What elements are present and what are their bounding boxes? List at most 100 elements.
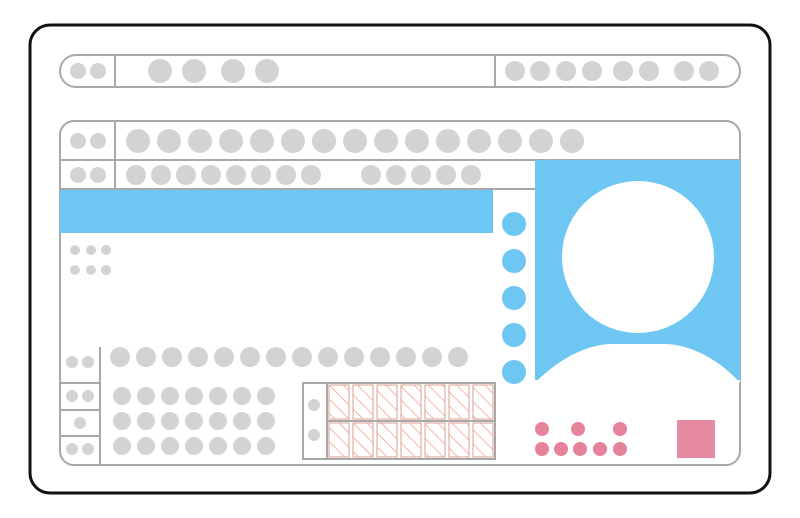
- hatch-cell: [376, 384, 398, 420]
- top-bar-right-dot: [582, 61, 602, 81]
- row2-value-dot: [361, 165, 381, 185]
- lower-left-label-dot: [66, 356, 78, 368]
- grid-dot: [113, 387, 131, 405]
- pink-dot: [535, 422, 549, 436]
- top-bar-left-dot: [70, 63, 86, 79]
- lower-left-label-dot: [82, 356, 94, 368]
- lower-row-dot: [396, 347, 416, 367]
- hatch-cell: [472, 384, 494, 420]
- row2-value-dot: [176, 165, 196, 185]
- top-bar-left-dot: [90, 63, 106, 79]
- row2-value-dot: [386, 165, 406, 185]
- top-bar-right-dot: [556, 61, 576, 81]
- row1-label-dot: [70, 133, 86, 149]
- pink-dot: [571, 422, 585, 436]
- top-bar-right-dot: [674, 61, 694, 81]
- row1-value-dot: [157, 129, 181, 153]
- lower-row-dot: [110, 347, 130, 367]
- lower-left-label-dot: [82, 390, 94, 402]
- top-bar-right-dot: [530, 61, 550, 81]
- top-bar-right-dot: [613, 61, 633, 81]
- hatch-cell: [424, 422, 446, 458]
- hatch-cell: [328, 384, 350, 420]
- top-bar-right-dot: [639, 61, 659, 81]
- grid-dot: [161, 387, 179, 405]
- lower-row-dot: [448, 347, 468, 367]
- row1-label-dot: [90, 133, 106, 149]
- pink-dot: [573, 442, 587, 456]
- grid-dot: [233, 437, 251, 455]
- row2-value-dot: [301, 165, 321, 185]
- grid-dot: [209, 437, 227, 455]
- small-cluster-dot: [70, 245, 80, 255]
- side-blue-dot: [502, 323, 526, 347]
- row1-value-dot: [436, 129, 460, 153]
- small-cluster-dot: [101, 245, 111, 255]
- side-blue-dot: [502, 212, 526, 236]
- row2-value-dot: [126, 165, 146, 185]
- hatch-cells: [328, 384, 494, 458]
- grid-dot: [257, 437, 275, 455]
- grid-dot: [137, 412, 155, 430]
- row1-value-dot: [405, 129, 429, 153]
- row1-value-dot: [250, 129, 274, 153]
- lower-left-label-dot: [66, 390, 78, 402]
- lower-row-dot: [240, 347, 260, 367]
- row1-value-dot: [529, 129, 553, 153]
- grid-dot: [137, 437, 155, 455]
- hatch-cell: [424, 384, 446, 420]
- hatch-cell: [400, 422, 422, 458]
- blue-band: [60, 190, 493, 233]
- grid-dot: [233, 387, 251, 405]
- top-bar-center-dot: [182, 59, 206, 83]
- row1-value-dot: [374, 129, 398, 153]
- lower-left-label-dot: [66, 443, 78, 455]
- row2-value-dot: [276, 165, 296, 185]
- lower-row-dot: [188, 347, 208, 367]
- hatch-cell: [400, 384, 422, 420]
- pink-dot: [613, 442, 627, 456]
- grid-dot: [257, 412, 275, 430]
- row2-value-dot: [436, 165, 456, 185]
- row1-value-dot: [467, 129, 491, 153]
- row2-label-dot: [70, 167, 86, 183]
- photo-head: [562, 181, 714, 333]
- lower-row-dot: [422, 347, 442, 367]
- main-panel: [59, 120, 741, 466]
- row1-value-dot: [281, 129, 305, 153]
- hatch-cell: [352, 384, 374, 420]
- hatch-cell: [352, 422, 374, 458]
- side-blue-dot: [502, 360, 526, 384]
- lower-row-dot: [344, 347, 364, 367]
- lower-row-dot: [266, 347, 286, 367]
- lower-gray-grid: [113, 387, 275, 455]
- small-cluster-dot: [70, 265, 80, 275]
- photo-shoulders: [535, 344, 740, 383]
- lower-row-dot: [292, 347, 312, 367]
- grid-dot: [185, 412, 203, 430]
- side-blue-dot: [502, 286, 526, 310]
- grid-dot: [137, 387, 155, 405]
- small-cluster-dot: [101, 265, 111, 275]
- row1-value-dot: [498, 129, 522, 153]
- hatch-cell: [472, 422, 494, 458]
- hatched-box-label-dot: [308, 429, 320, 441]
- hatch-cell: [448, 422, 470, 458]
- pink-dot: [593, 442, 607, 456]
- grid-dot: [185, 437, 203, 455]
- top-bar-center-dot: [221, 59, 245, 83]
- row2-label-dot: [90, 167, 106, 183]
- small-cluster-dot: [86, 245, 96, 255]
- top-bar-right-dot: [699, 61, 719, 81]
- grid-dot: [257, 387, 275, 405]
- hatch-cell: [448, 384, 470, 420]
- lower-row-dot: [214, 347, 234, 367]
- top-bar-center-dot: [148, 59, 172, 83]
- row1-value-dot: [188, 129, 212, 153]
- row1-value-dot: [343, 129, 367, 153]
- row2-value-dot: [226, 165, 246, 185]
- hatch-cell: [328, 422, 350, 458]
- hatch-cell: [376, 422, 398, 458]
- pink-dot: [535, 442, 549, 456]
- row2-value-dot: [151, 165, 171, 185]
